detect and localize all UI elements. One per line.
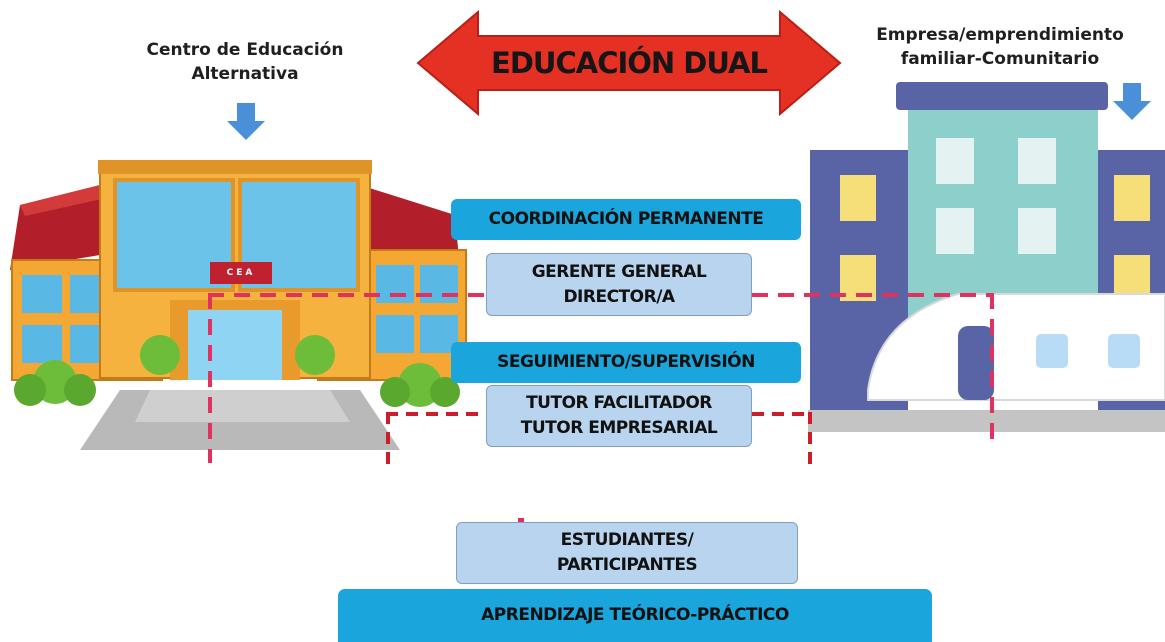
- connector-mark: [518, 518, 524, 522]
- coordination-box: COORDINACIÓN PERMANENTE: [451, 199, 801, 240]
- connector-line: [752, 293, 994, 297]
- connector-line: [386, 412, 486, 416]
- connector-line: [208, 293, 488, 297]
- dual-arrow-icon: [416, 9, 842, 117]
- tutors-box: TUTOR FACILITADOR TUTOR EMPRESARIAL: [486, 385, 752, 447]
- connector-line: [386, 412, 390, 467]
- connector-line: [990, 293, 994, 443]
- connector-line: [208, 293, 212, 463]
- company-caption: Empresa/emprendimiento familiar-Comunita…: [876, 25, 1124, 69]
- supervision-box: SEGUIMIENTO/SUPERVISIÓN: [451, 342, 801, 383]
- school-caption: Centro de Educación Alternativa: [146, 40, 344, 84]
- connector-line: [808, 412, 812, 467]
- school-sign: CEA: [226, 268, 256, 278]
- school-building-icon: [10, 160, 467, 450]
- company-building-icon: [808, 82, 1165, 432]
- students-box: ESTUDIANTES/ PARTICIPANTES: [456, 522, 798, 584]
- learning-box: APRENDIZAJE TEÓRICO-PRÁCTICO: [338, 589, 932, 642]
- manager-box: GERENTE GENERAL DIRECTOR/A: [486, 253, 752, 316]
- diagram-title: EDUCACIÓN DUAL: [491, 46, 768, 80]
- connector-line: [752, 412, 812, 416]
- pointer-down-icon: [227, 103, 265, 140]
- pointer-down-icon: [1113, 83, 1151, 120]
